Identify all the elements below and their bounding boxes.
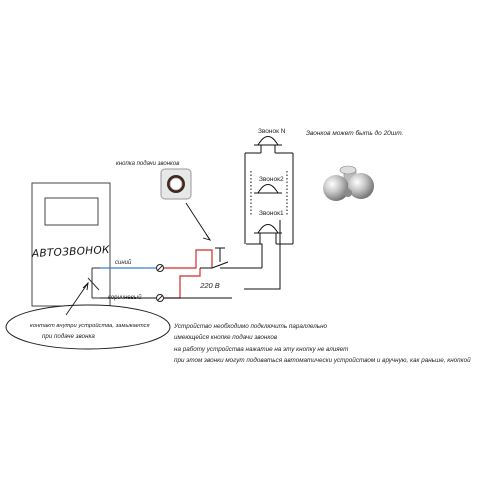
note-line-4: при этом звонки могут подоваться автомат…	[174, 356, 471, 364]
internal-contact	[87, 267, 100, 299]
voltage-label: 220 В	[199, 281, 220, 290]
bell-photo	[323, 165, 374, 201]
button-photo	[160, 168, 192, 200]
device-label: АВТОЗВОНОК	[31, 244, 111, 260]
button-switch-symbol	[211, 247, 229, 269]
notes-block: Устройство необходимо подключить паралле…	[173, 322, 471, 364]
red-wire-top	[164, 249, 213, 269]
note-line-1: Устройство необходимо подключить паралле…	[173, 322, 328, 330]
contact-note-line2: при подаче звонка	[42, 333, 95, 340]
terminal-top	[156, 264, 164, 272]
bell-2-label: Звонок2	[259, 176, 284, 183]
bell-n-label: Звонок N	[258, 128, 286, 135]
bells-count-note: Звонков может быть до 20шт.	[306, 129, 404, 137]
button-label: кнопка подачи звонков	[116, 161, 179, 167]
bell-1-symbol	[254, 224, 282, 244]
note-line-3: на работу устройства нажатие на эту кноп…	[174, 345, 348, 353]
bell-1-label: Звонок1	[259, 210, 284, 217]
note-line-2: имеющейся кнопке подачи звонков	[174, 333, 278, 341]
bell-2-symbol	[254, 184, 282, 194]
contact-note-line1: контакт внутри устройства, замыкается	[30, 322, 150, 329]
contact-callout: контакт внутри устройства, замыкается пр…	[5, 281, 171, 350]
terminal-bottom	[156, 294, 164, 302]
bells-bus	[244, 152, 294, 245]
brown-wire-label: коричневый	[108, 294, 142, 301]
device-display	[44, 197, 99, 226]
red-wire-bottom	[164, 268, 201, 299]
autozvonok-device: АВТОЗВОНОК	[31, 182, 111, 307]
blue-wire-label: синий	[115, 259, 132, 266]
bell-n-symbol	[254, 136, 282, 153]
button-pointer-line	[185, 202, 211, 241]
